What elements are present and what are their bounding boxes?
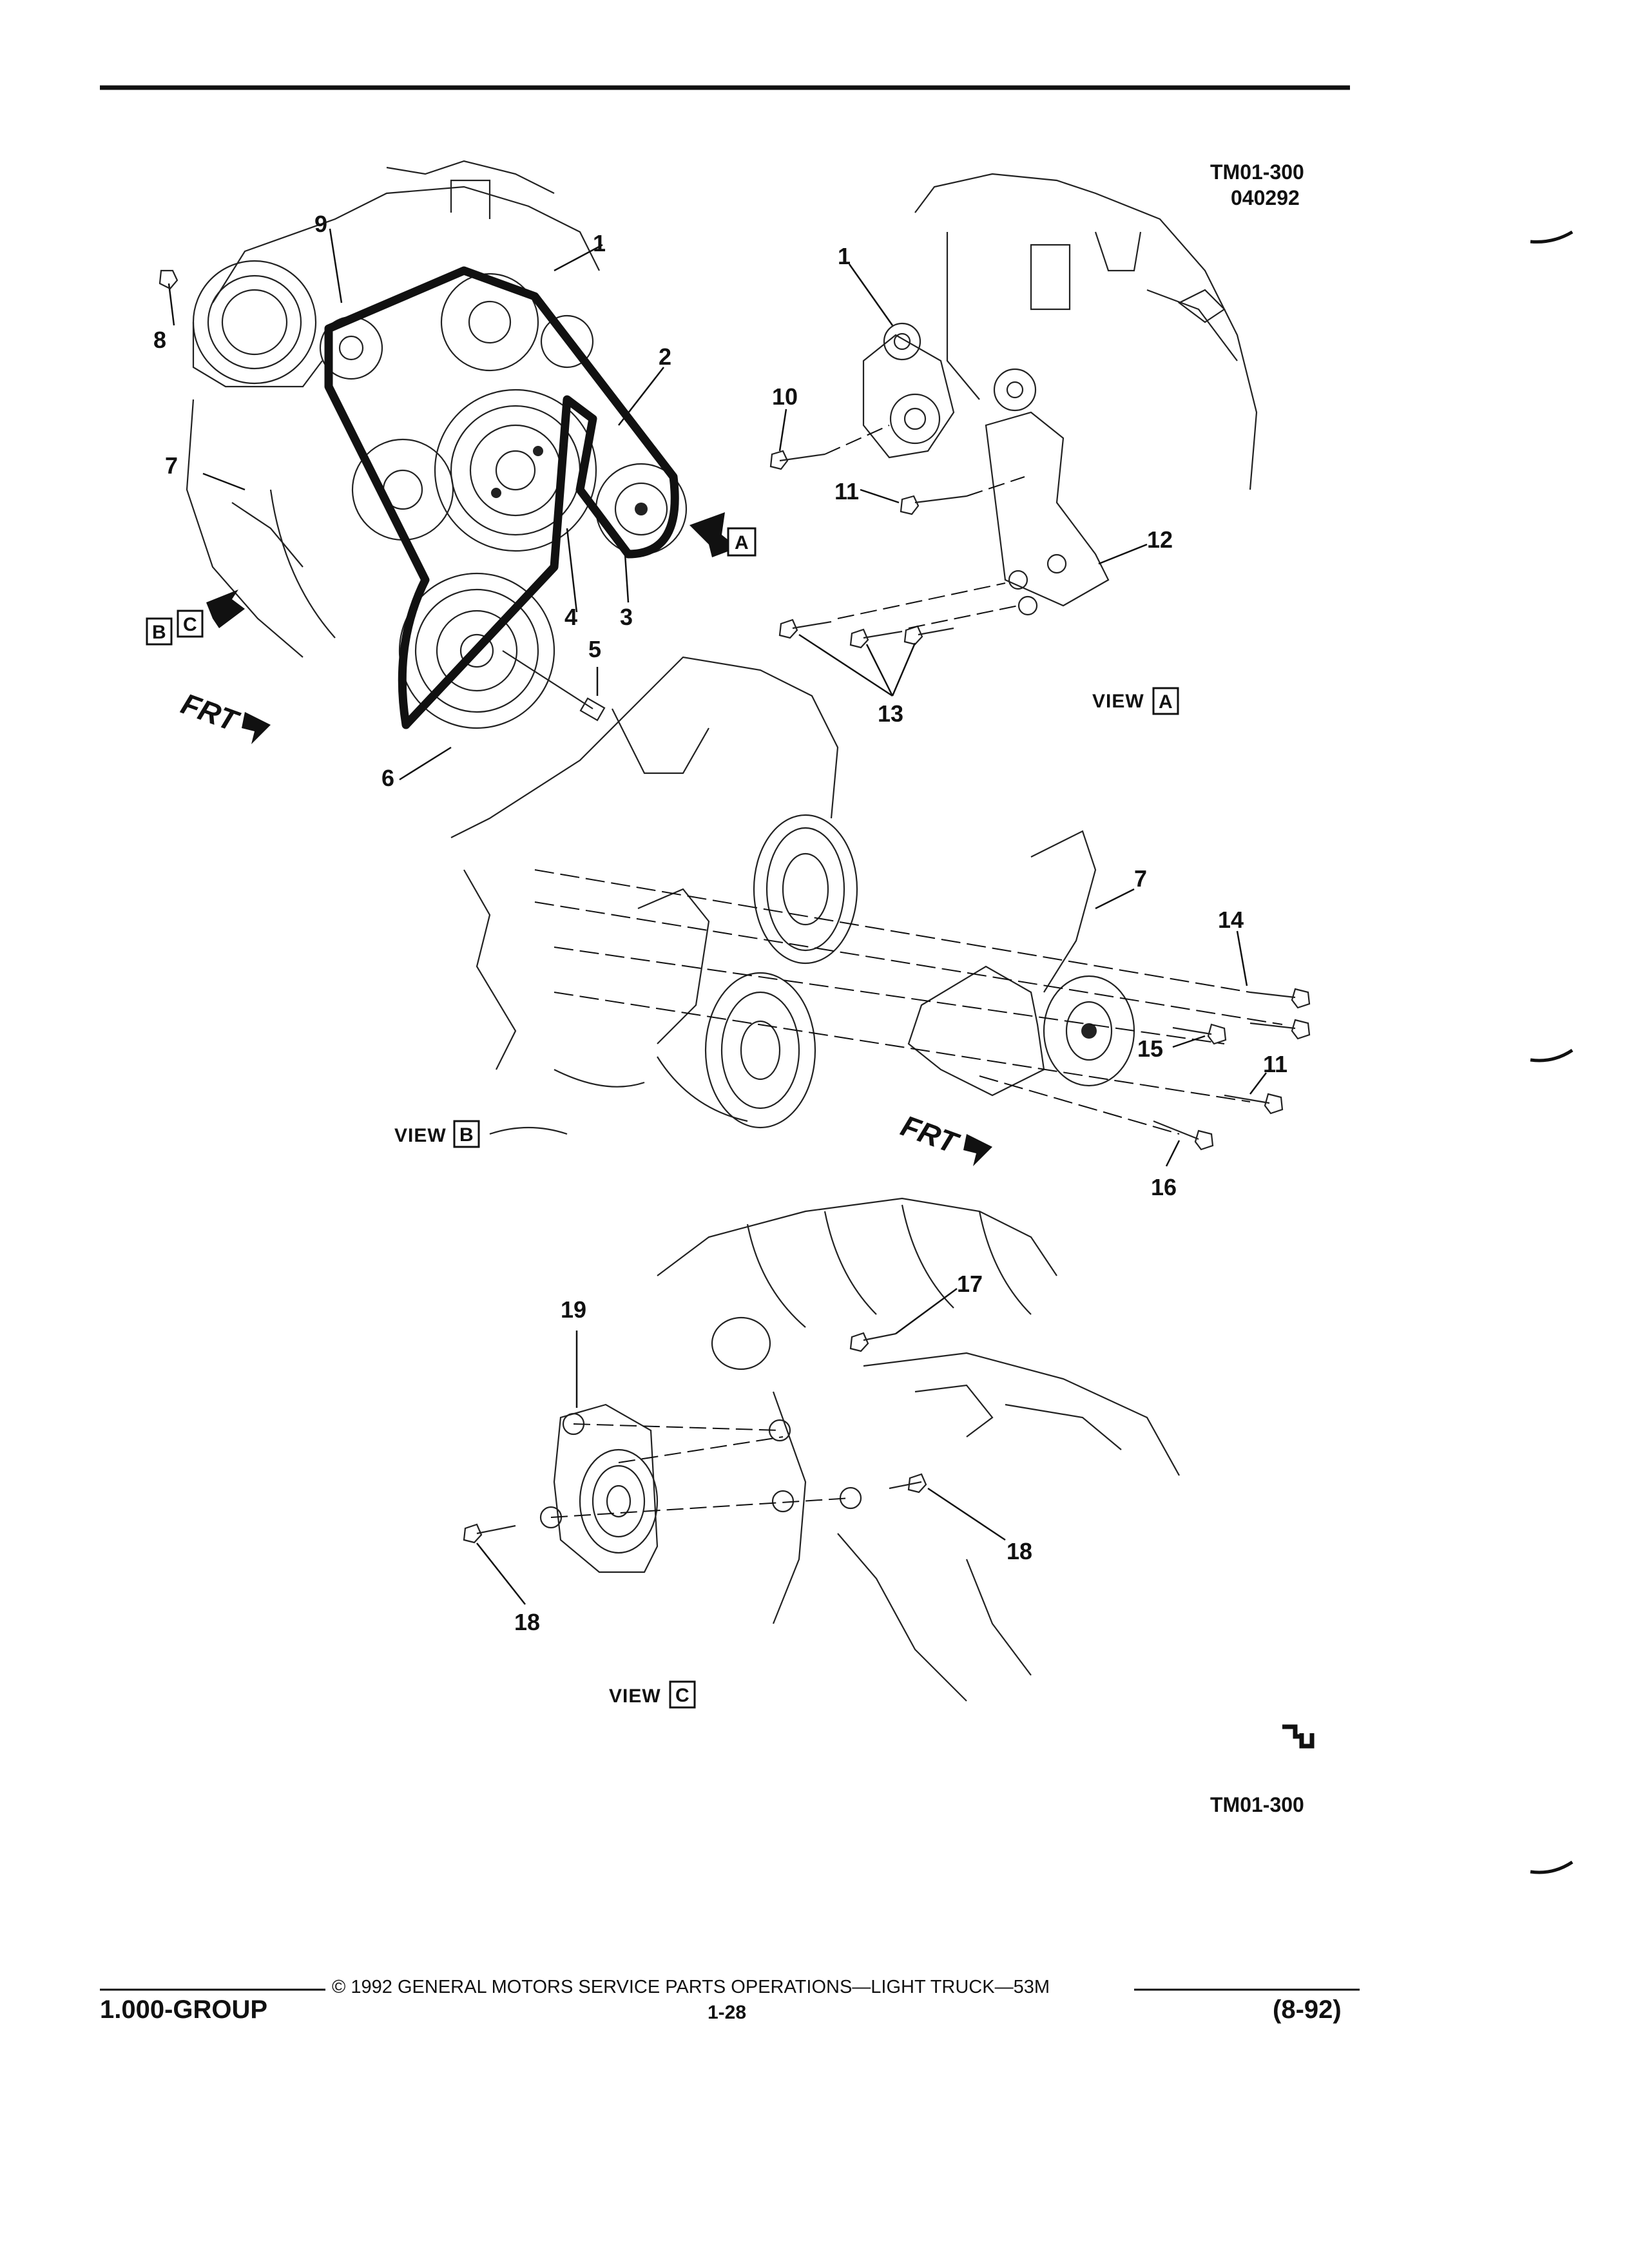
callout-number: 7	[165, 452, 178, 479]
callout-number: 18	[1007, 1538, 1032, 1564]
view-c-detail: 17 19 18 18 VIEW C	[463, 1197, 1180, 1709]
binder-mark	[1530, 230, 1574, 244]
water-pump-pulley	[434, 389, 597, 552]
belt-routing-view: A B C FRT 1 2 3 4 5 6 7 8 9	[146, 160, 757, 791]
callout-number: 2	[659, 343, 671, 370]
callout-number: 13	[878, 700, 903, 727]
drawing-id-bottom: TM01-300	[1210, 1793, 1304, 1816]
footer-page-number: 1-28	[708, 2002, 747, 2023]
view-letter-box: B	[152, 622, 166, 643]
drawing-date: 040292	[1231, 186, 1300, 209]
drawing-id-top: TM01-300	[1210, 160, 1304, 184]
callout-number: 17	[957, 1271, 983, 1297]
view-letter-box: B	[459, 1124, 474, 1146]
front-label: FRT	[897, 1109, 965, 1160]
callout-number: 5	[588, 636, 601, 662]
crankshaft-pulley	[398, 572, 555, 729]
callout-number: 3	[620, 604, 633, 630]
view-bc-arrow: B C	[146, 590, 245, 646]
view-label: VIEW	[394, 1125, 447, 1146]
callout-number: 18	[514, 1609, 540, 1635]
callout-number: 16	[1151, 1174, 1177, 1200]
front-direction-indicator: FRT	[177, 687, 271, 744]
callout-number: 10	[772, 383, 798, 410]
alternator	[192, 260, 323, 388]
view-letter-box: C	[675, 1685, 689, 1706]
callout-number: 8	[153, 327, 166, 353]
view-a-detail: 1 10 11 12 13 VIEW A	[769, 173, 1258, 727]
view-letter-box: C	[183, 614, 197, 635]
view-a-arrow: A	[689, 512, 757, 557]
callout-number: 15	[1137, 1035, 1163, 1062]
footer-copyright: © 1992 GENERAL MOTORS SERVICE PARTS OPER…	[332, 1977, 1050, 1997]
view-letter-box: A	[735, 532, 749, 553]
view-label: VIEW	[609, 1686, 661, 1707]
callout-number: 6	[381, 765, 394, 791]
footer-group: 1.000-GROUP	[100, 1995, 268, 2024]
callout-number: 12	[1147, 526, 1173, 553]
serpentine-belt	[324, 266, 679, 729]
callout-number: 7	[1134, 865, 1147, 892]
view-label: VIEW	[1092, 691, 1144, 712]
callout-number: 4	[564, 604, 577, 630]
callout-number: 19	[561, 1296, 586, 1323]
callout-number: 1	[838, 243, 851, 269]
view-b-detail: 7 14 15 11 16 FRT VIEW B	[394, 656, 1311, 1200]
callout-number: 1	[593, 230, 606, 256]
callout-number: 11	[1263, 1051, 1287, 1077]
view-letter-box: A	[1159, 691, 1173, 713]
callout-number: 11	[834, 478, 859, 505]
front-label: FRT	[177, 687, 245, 738]
callout-number: 14	[1218, 907, 1244, 933]
callout-number: 9	[314, 211, 327, 237]
binder-mark	[1530, 1048, 1574, 1062]
front-direction-indicator-b: FRT	[897, 1109, 992, 1166]
footer-date: (8-92)	[1273, 1995, 1342, 2024]
binder-mark	[1530, 1860, 1574, 1874]
gm-mark-icon	[1282, 1724, 1315, 1749]
